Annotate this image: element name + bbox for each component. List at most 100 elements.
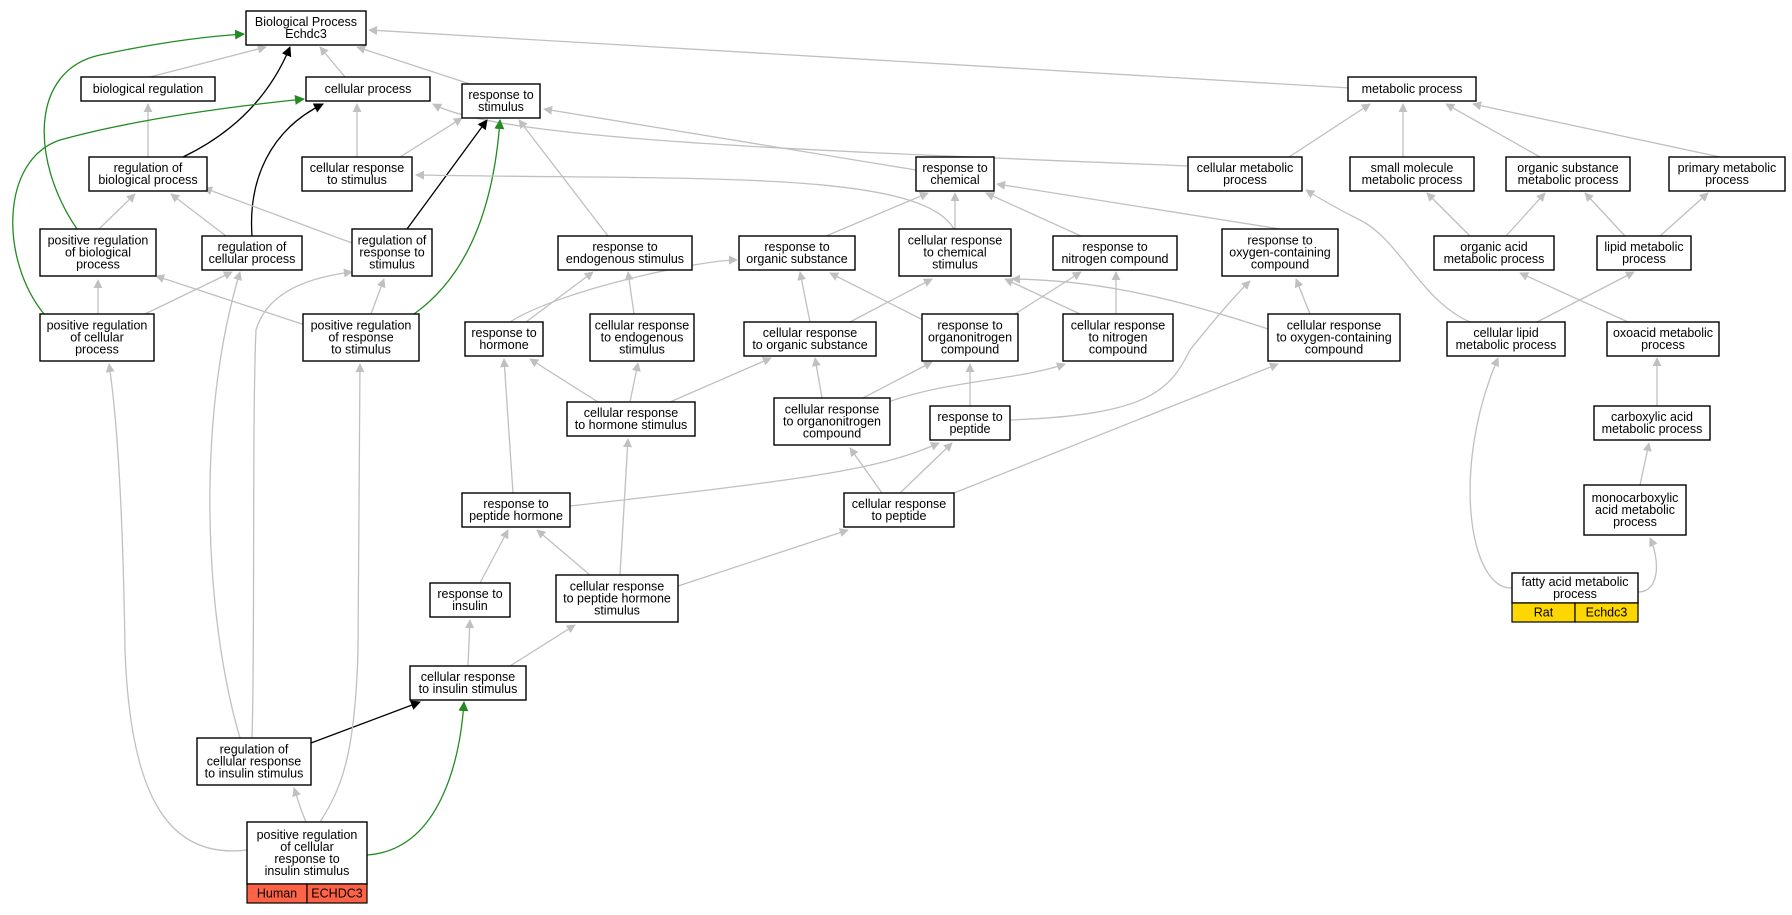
node-box xyxy=(246,821,368,885)
node-box xyxy=(589,313,695,362)
edge-is-a-pos-reg-cell-resp-ins-to-pos-reg-resp xyxy=(319,363,365,823)
node-label-line: insulin stimulus xyxy=(265,864,350,878)
go-term-node-cell-proc[interactable]: cellular process xyxy=(305,76,431,102)
edge-positively-regulates-pos-reg-cell-resp-ins-to-cell-resp-ins xyxy=(366,701,469,856)
node-label-line: stimulus xyxy=(594,604,640,618)
node-label-line: to stimulus xyxy=(327,173,387,187)
node-box xyxy=(1349,156,1475,192)
node-label-line: positive regulation xyxy=(311,319,412,333)
node-box xyxy=(301,156,413,192)
edge-is-a-cell-resp-orgnitro-to-cell-resp-nitro xyxy=(887,362,1066,403)
edge-is-a-resp-ins-to-resp-pep-horm xyxy=(479,529,509,584)
node-label-line: response to xyxy=(937,410,1002,424)
node-label-line: process xyxy=(75,343,119,357)
node-box xyxy=(461,83,541,119)
node-label-line: organonitrogen xyxy=(928,331,1012,345)
node-label-line: process xyxy=(1705,173,1749,187)
node-label-line: response to xyxy=(274,852,339,866)
node-label-line: peptide hormone xyxy=(469,509,563,523)
edge-is-a-cell-resp-orgnitro-to-cell-resp-org xyxy=(811,357,823,399)
node-label-line: to oxygen-containing xyxy=(1276,331,1391,345)
node-label-line: response to xyxy=(471,326,536,340)
node-label-line: cellular response xyxy=(584,406,679,420)
node-label-line: response to xyxy=(922,161,987,175)
go-term-node-bio-reg[interactable]: biological regulation xyxy=(80,76,216,102)
node-box xyxy=(1052,235,1178,271)
edge-is-a-resp-oxy-to-resp-chem xyxy=(996,180,1281,230)
edge-is-a-cell-resp-pep-horm-to-resp-pep-horm xyxy=(536,529,591,576)
node-label-line: oxygen-containing xyxy=(1229,246,1331,260)
node-label-line: regulation of xyxy=(114,161,183,175)
go-term-node-metab[interactable]: metabolic process xyxy=(1347,76,1477,102)
edge-is-a-prim-metab-to-metab xyxy=(1472,101,1721,158)
edge-is-a-reg-resp-stim-to-reg-bio xyxy=(203,186,353,244)
edge-is-a-pos-reg-cell-to-reg-cell xyxy=(144,271,233,315)
node-label-line: Echdc3 xyxy=(285,27,327,41)
node-label-line: process xyxy=(1553,587,1597,601)
node-label-line: cellular response xyxy=(763,326,858,340)
edge-is-a-resp-nitro-to-resp-chem xyxy=(985,192,1082,237)
node-label-line: response to xyxy=(437,587,502,601)
node-box xyxy=(738,235,856,271)
node-label-line: to organic substance xyxy=(752,338,867,352)
annotation-gene-label: ECHDC3 xyxy=(311,887,362,901)
edge-is-a-pos-reg-cell-resp-ins-to-reg-cell-resp-ins xyxy=(292,787,307,823)
node-box xyxy=(1267,313,1401,362)
node-label-line: metabolic process xyxy=(1362,173,1463,187)
node-label-line: endogenous stimulus xyxy=(566,252,684,266)
node-label-line: organic substance xyxy=(1517,161,1619,175)
edge-is-a-cell-resp-horm-to-cell-resp-endo xyxy=(629,362,641,403)
node-label-line: to organonitrogen xyxy=(783,415,881,429)
node-box xyxy=(843,492,955,528)
node-label-line: response to xyxy=(483,497,548,511)
node-label-line: stimulus xyxy=(478,100,524,114)
node-box xyxy=(915,156,995,192)
edge-is-a-metab-to-bp xyxy=(368,25,1351,89)
